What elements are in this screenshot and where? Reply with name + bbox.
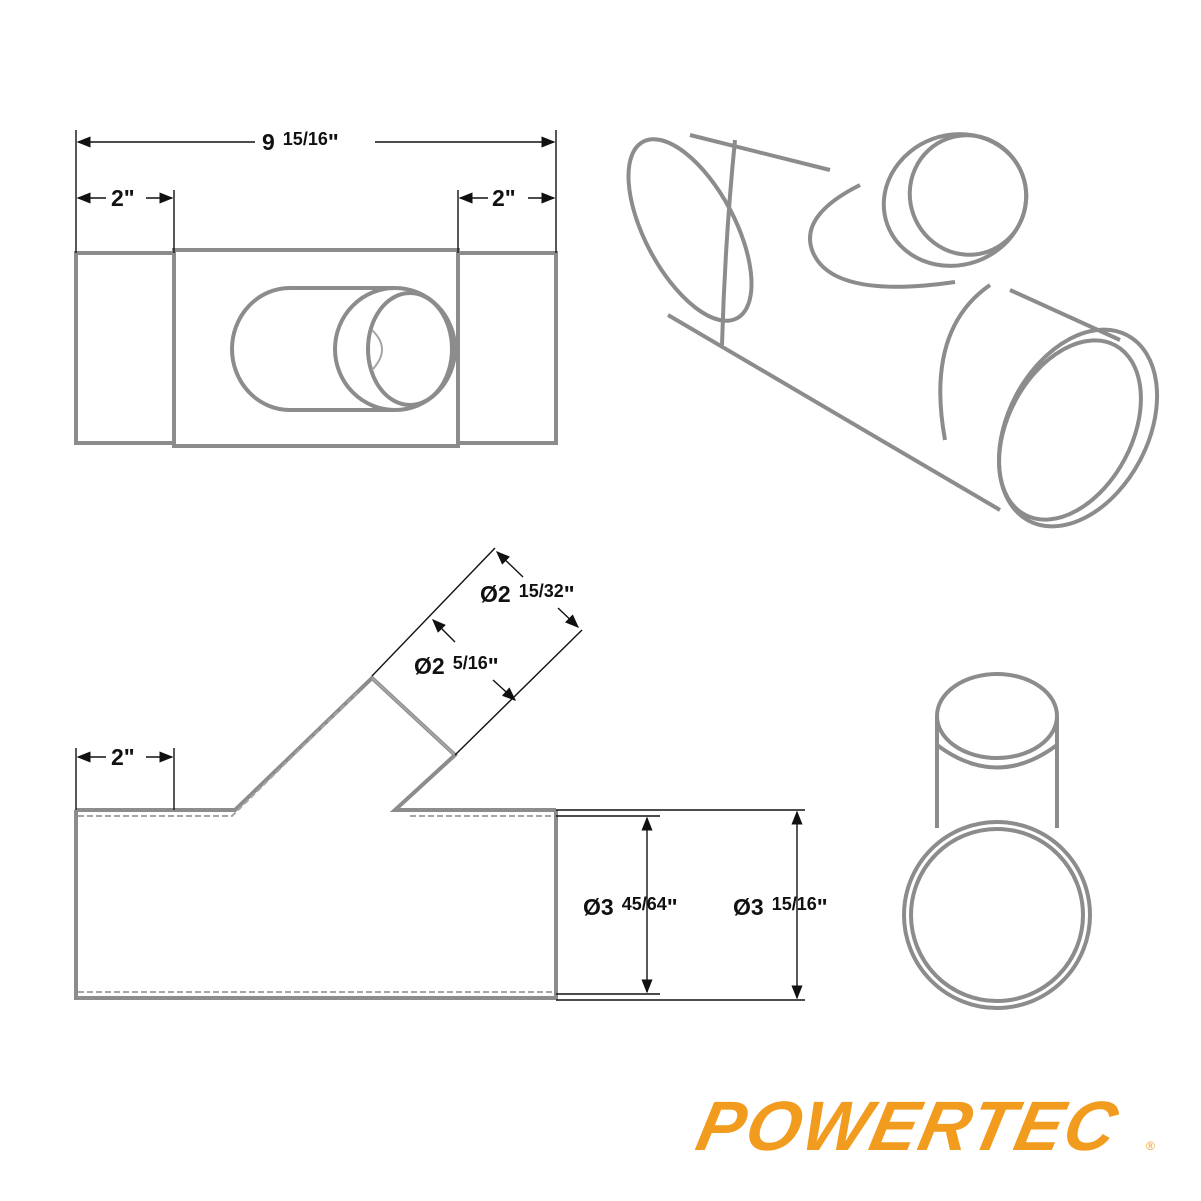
right-sleeve-label: 2"	[492, 185, 516, 211]
center-body	[172, 248, 460, 448]
branch-base-outline	[230, 286, 395, 412]
branch-end-outer	[333, 286, 457, 412]
svg-text:POWERTEC: POWERTEC	[690, 1087, 1126, 1165]
end-view	[902, 672, 1092, 1010]
isometric-view	[626, 132, 1160, 529]
right-sleeve	[456, 251, 558, 445]
top-view	[74, 248, 558, 448]
branch-end-inner	[366, 291, 454, 407]
registered-mark: ®	[1146, 1139, 1155, 1153]
branch-inner-shade	[371, 329, 383, 371]
powertec-logo: POWERTEC ®	[690, 1087, 1155, 1165]
left-sleeve	[74, 251, 176, 445]
left-sleeve-label: 2"	[111, 185, 135, 211]
section-sleeve-label: 2"	[111, 744, 135, 770]
section-view	[74, 675, 558, 1000]
